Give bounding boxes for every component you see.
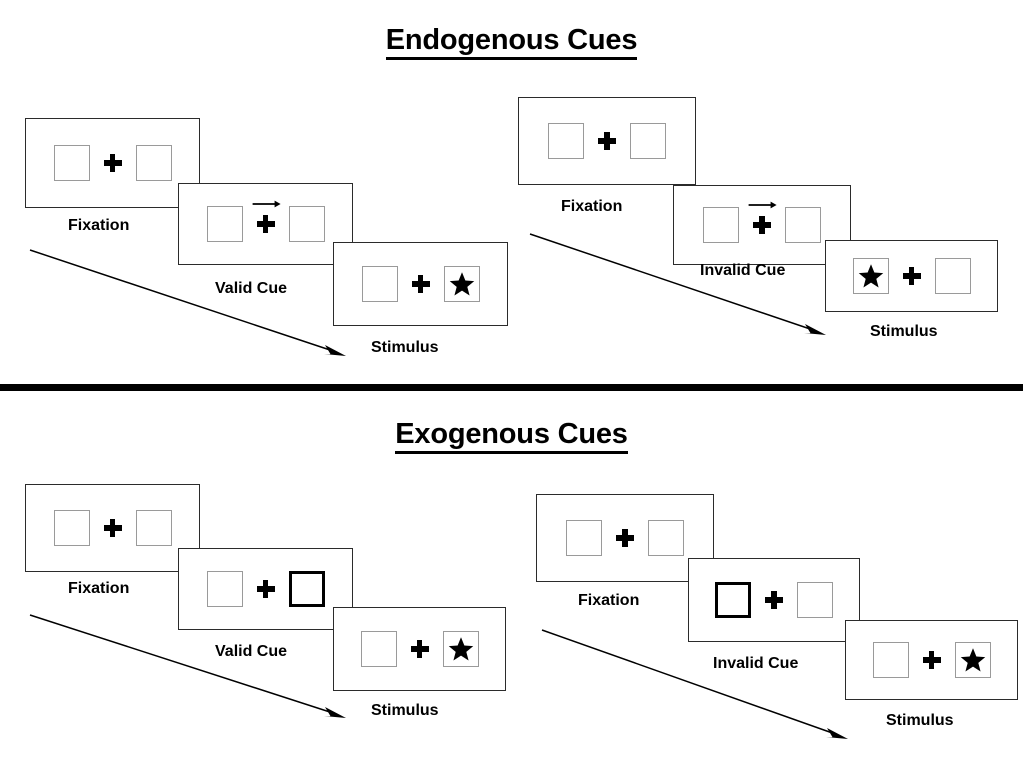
- placeholder-box-right: [630, 123, 666, 159]
- section-title-endogenous-text: Endogenous Cues: [385, 24, 637, 60]
- trial-frame-exogenous-invalid-stimulus: [845, 620, 1018, 700]
- bold-box-icon-right: [288, 571, 325, 607]
- placeholder-box-right: [288, 206, 325, 242]
- frame-caption-exogenous-valid-fixation: Fixation: [68, 580, 130, 597]
- star-icon: [858, 264, 883, 288]
- plus-cross-icon: [103, 519, 122, 537]
- time-arrow-icon-exogenous-valid: [29, 614, 346, 718]
- placeholder-box-left: [703, 207, 739, 243]
- bold-box-icon-left: [715, 582, 751, 618]
- frame-caption-exogenous-invalid-fixation: Fixation: [578, 592, 640, 609]
- plus-cross-icon: [410, 640, 429, 658]
- frame-caption-endogenous-invalid-stimulus: Stimulus: [870, 323, 938, 340]
- placeholder-box-left: [53, 510, 90, 546]
- plus-cross-icon: [252, 200, 281, 233]
- time-arrow-icon-exogenous-invalid: [541, 629, 848, 739]
- trial-frame-endogenous-invalid-stimulus: [825, 240, 998, 312]
- frame-caption-endogenous-invalid-cue: Invalid Cue: [700, 262, 786, 279]
- frame-caption-endogenous-valid-stimulus: Stimulus: [371, 339, 439, 356]
- placeholder-box-right: [442, 631, 479, 667]
- trial-frame-exogenous-invalid-fixation: [536, 494, 714, 582]
- section-title-exogenous: Exogenous Cues: [0, 418, 1023, 454]
- placeholder-box-left: [360, 631, 397, 667]
- plus-cross-icon: [922, 651, 941, 669]
- plus-cross-icon: [748, 201, 777, 234]
- frame-caption-endogenous-invalid-fixation: Fixation: [561, 198, 623, 215]
- plus-cross-icon: [411, 275, 430, 293]
- frame-caption-exogenous-valid-cue: Valid Cue: [215, 643, 288, 660]
- placeholder-box-left: [206, 571, 243, 607]
- trial-frame-exogenous-valid-fixation: [25, 484, 200, 572]
- plus-cross-icon: [103, 154, 122, 172]
- trial-frame-endogenous-invalid-fixation: [518, 97, 696, 185]
- trial-frame-endogenous-valid-stimulus: [333, 242, 508, 326]
- frame-caption-exogenous-invalid-stimulus: Stimulus: [886, 712, 954, 729]
- time-arrow-icon-endogenous-invalid: [529, 233, 826, 335]
- trial-frame-endogenous-invalid-cue: [673, 185, 851, 265]
- placeholder-box-left: [548, 123, 584, 159]
- placeholder-box-left: [53, 145, 90, 181]
- star-icon: [449, 272, 474, 296]
- time-arrow-icon-endogenous-valid: [29, 249, 346, 356]
- trial-frame-exogenous-valid-stimulus: [333, 607, 506, 691]
- placeholder-box-left: [852, 258, 889, 294]
- placeholder-box-right: [785, 207, 821, 243]
- placeholder-box-left: [872, 642, 909, 678]
- placeholder-box-right: [135, 145, 172, 181]
- frame-caption-endogenous-valid-fixation: Fixation: [68, 217, 130, 234]
- frame-caption-exogenous-invalid-cue: Invalid Cue: [713, 655, 799, 672]
- placeholder-box-left: [206, 206, 243, 242]
- plus-cross-icon: [616, 529, 634, 547]
- placeholder-box-right: [135, 510, 172, 546]
- placeholder-box-right: [797, 582, 833, 618]
- plus-cross-icon: [765, 591, 783, 609]
- plus-cross-icon: [256, 580, 275, 598]
- section-title-endogenous: Endogenous Cues: [0, 24, 1023, 60]
- trial-frame-endogenous-valid-fixation: [25, 118, 200, 208]
- arrow-right-icon: [252, 200, 281, 208]
- placeholder-box-right: [954, 642, 991, 678]
- trial-frame-exogenous-valid-cue: [178, 548, 353, 630]
- frame-caption-exogenous-valid-stimulus: Stimulus: [371, 702, 439, 719]
- arrow-right-icon: [748, 201, 777, 209]
- section-divider: [0, 384, 1023, 391]
- trial-frame-endogenous-valid-cue: [178, 183, 353, 265]
- placeholder-box-left: [361, 266, 398, 302]
- placeholder-box-right: [648, 520, 684, 556]
- trial-frame-exogenous-invalid-cue: [688, 558, 860, 642]
- plus-cross-icon: [902, 267, 921, 285]
- placeholder-box-right: [934, 258, 971, 294]
- section-title-exogenous-text: Exogenous Cues: [395, 418, 628, 454]
- frame-caption-endogenous-valid-cue: Valid Cue: [215, 280, 288, 297]
- star-icon: [960, 648, 985, 672]
- placeholder-box-left: [566, 520, 602, 556]
- plus-cross-icon: [598, 132, 616, 150]
- star-icon: [448, 637, 473, 661]
- placeholder-box-right: [443, 266, 480, 302]
